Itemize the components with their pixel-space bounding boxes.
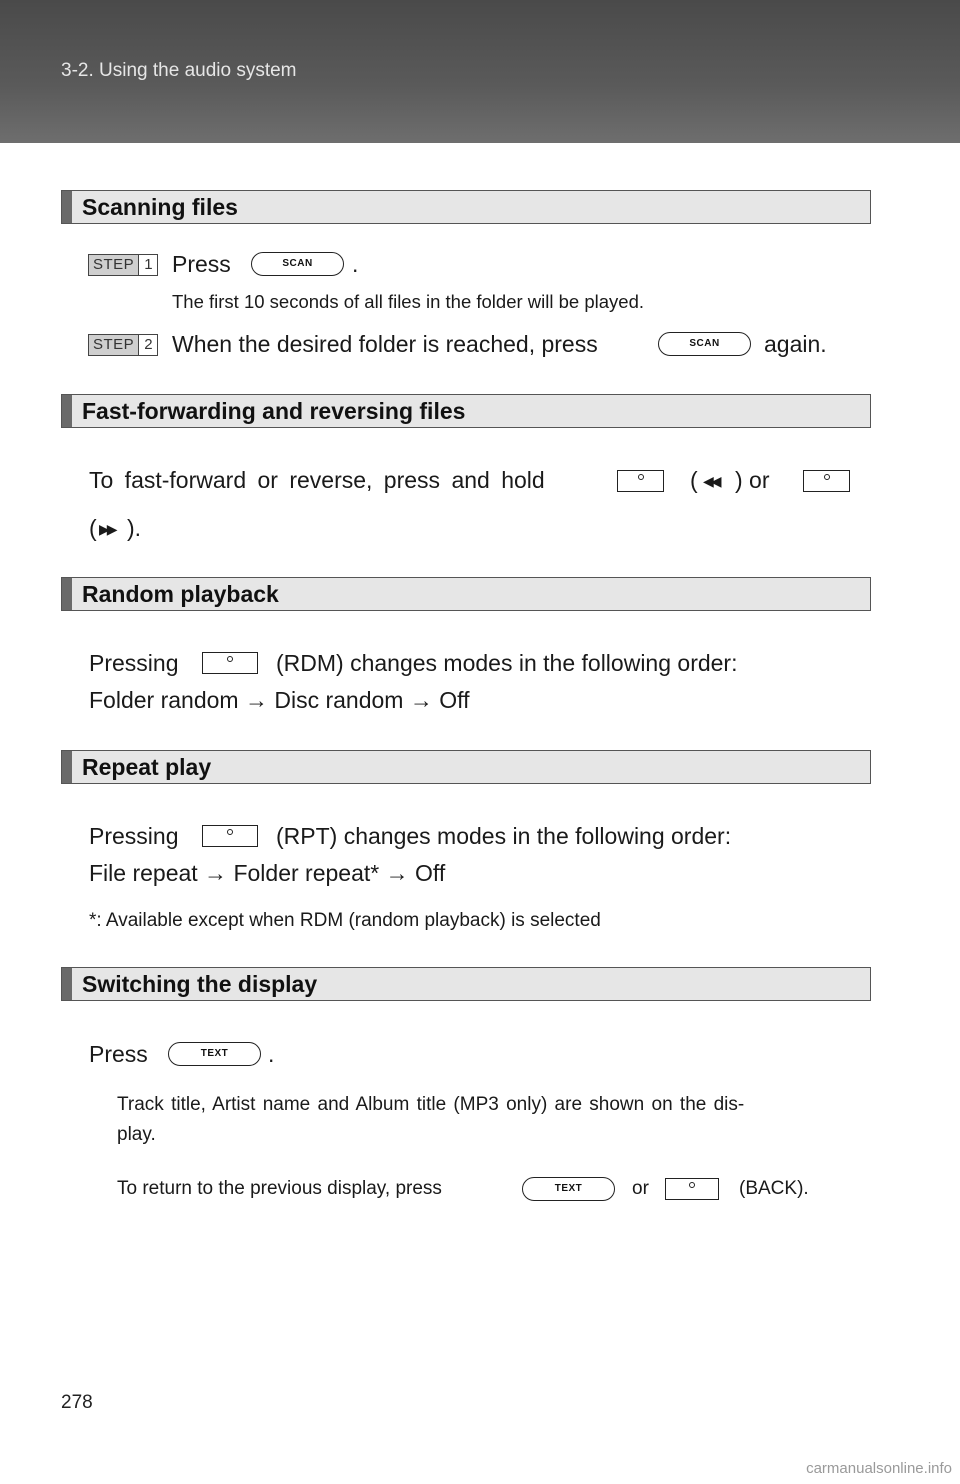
step-number: 1 <box>138 255 157 275</box>
random-text-after: (RDM) changes modes in the following ord… <box>276 650 738 676</box>
heading-accent <box>62 191 72 223</box>
section-heading-random: Random playback <box>61 577 871 611</box>
display-period: . <box>268 1041 275 1067</box>
return-note-text: To return to the previous display, press <box>117 1178 442 1199</box>
step-word: STEP <box>89 255 139 275</box>
button-dot <box>227 829 233 835</box>
section-title: Switching the display <box>82 971 318 997</box>
repeat-text-after: (RPT) changes modes in the following ord… <box>276 823 732 849</box>
step-1-text: Press <box>172 251 231 277</box>
repeat-text-before: Pressing <box>89 823 179 849</box>
chapter-title: 3-2. Using the audio system <box>61 60 297 81</box>
preset-button-rdm <box>202 652 258 674</box>
heading-accent <box>62 751 72 783</box>
reverse-paren-open: ( <box>690 467 698 493</box>
step-2-badge: STEP 2 <box>88 334 158 356</box>
random-order: Folder random → Disc random → Off <box>89 687 470 713</box>
reverse-paren-close: ) or <box>735 467 770 493</box>
repeat-footnote: *: Available except when RDM (random pla… <box>89 910 601 931</box>
step-number: 2 <box>138 335 157 355</box>
display-note-line-1: Track title, Artist name and Album title… <box>117 1094 745 1115</box>
heading-accent <box>62 968 72 1000</box>
preset-button-reverse <box>617 470 664 492</box>
section-heading-scanning: Scanning files <box>61 190 871 224</box>
section-title: Scanning files <box>82 194 238 220</box>
fast-forward-icon: ▶▶ <box>99 521 117 537</box>
random-text-before: Pressing <box>89 650 179 676</box>
button-dot <box>227 656 233 662</box>
section-heading-fast-forward: Fast-forwarding and reversing files <box>61 394 871 428</box>
return-note-or: or <box>632 1178 649 1199</box>
fast-forward-instruction: To fast-forward or reverse, press and ho… <box>89 467 545 493</box>
step-word: STEP <box>89 335 139 355</box>
preset-button-forward <box>803 470 850 492</box>
rewind-icon: ◀◀ <box>703 473 721 489</box>
heading-accent <box>62 578 72 610</box>
section-title: Fast-forwarding and reversing files <box>82 398 466 424</box>
step-2-text: When the desired folder is reached, pres… <box>172 331 598 357</box>
button-dot <box>637 474 644 480</box>
scan-button: SCAN <box>251 252 344 276</box>
section-title: Repeat play <box>82 754 212 780</box>
step-1-period: . <box>352 251 359 277</box>
text-button: TEXT <box>168 1042 261 1066</box>
return-note-back: (BACK). <box>739 1178 809 1199</box>
step-1-note: The first 10 seconds of all files in the… <box>172 291 644 312</box>
page-number: 278 <box>61 1392 93 1413</box>
preset-button-rpt <box>202 825 258 847</box>
text-button: TEXT <box>522 1177 615 1201</box>
watermark: carmanualsonline.info <box>806 1460 952 1477</box>
button-dot <box>823 474 830 480</box>
step-1-badge: STEP 1 <box>88 254 158 276</box>
section-heading-repeat: Repeat play <box>61 750 871 784</box>
repeat-order: File repeat → Folder repeat* → Off <box>89 860 446 886</box>
section-title: Random playback <box>82 581 279 607</box>
preset-button-back <box>665 1178 719 1200</box>
section-heading-display: Switching the display <box>61 967 871 1001</box>
button-dot <box>689 1182 695 1188</box>
heading-accent <box>62 395 72 427</box>
step-2-again: again. <box>764 331 827 357</box>
forward-paren-close: ). <box>127 515 142 541</box>
page-header: 3-2. Using the audio system <box>0 0 960 143</box>
display-text-before: Press <box>89 1041 148 1067</box>
scan-button: SCAN <box>658 332 751 356</box>
display-note-line-2: play. <box>117 1124 156 1145</box>
forward-paren-open: ( <box>89 515 97 541</box>
